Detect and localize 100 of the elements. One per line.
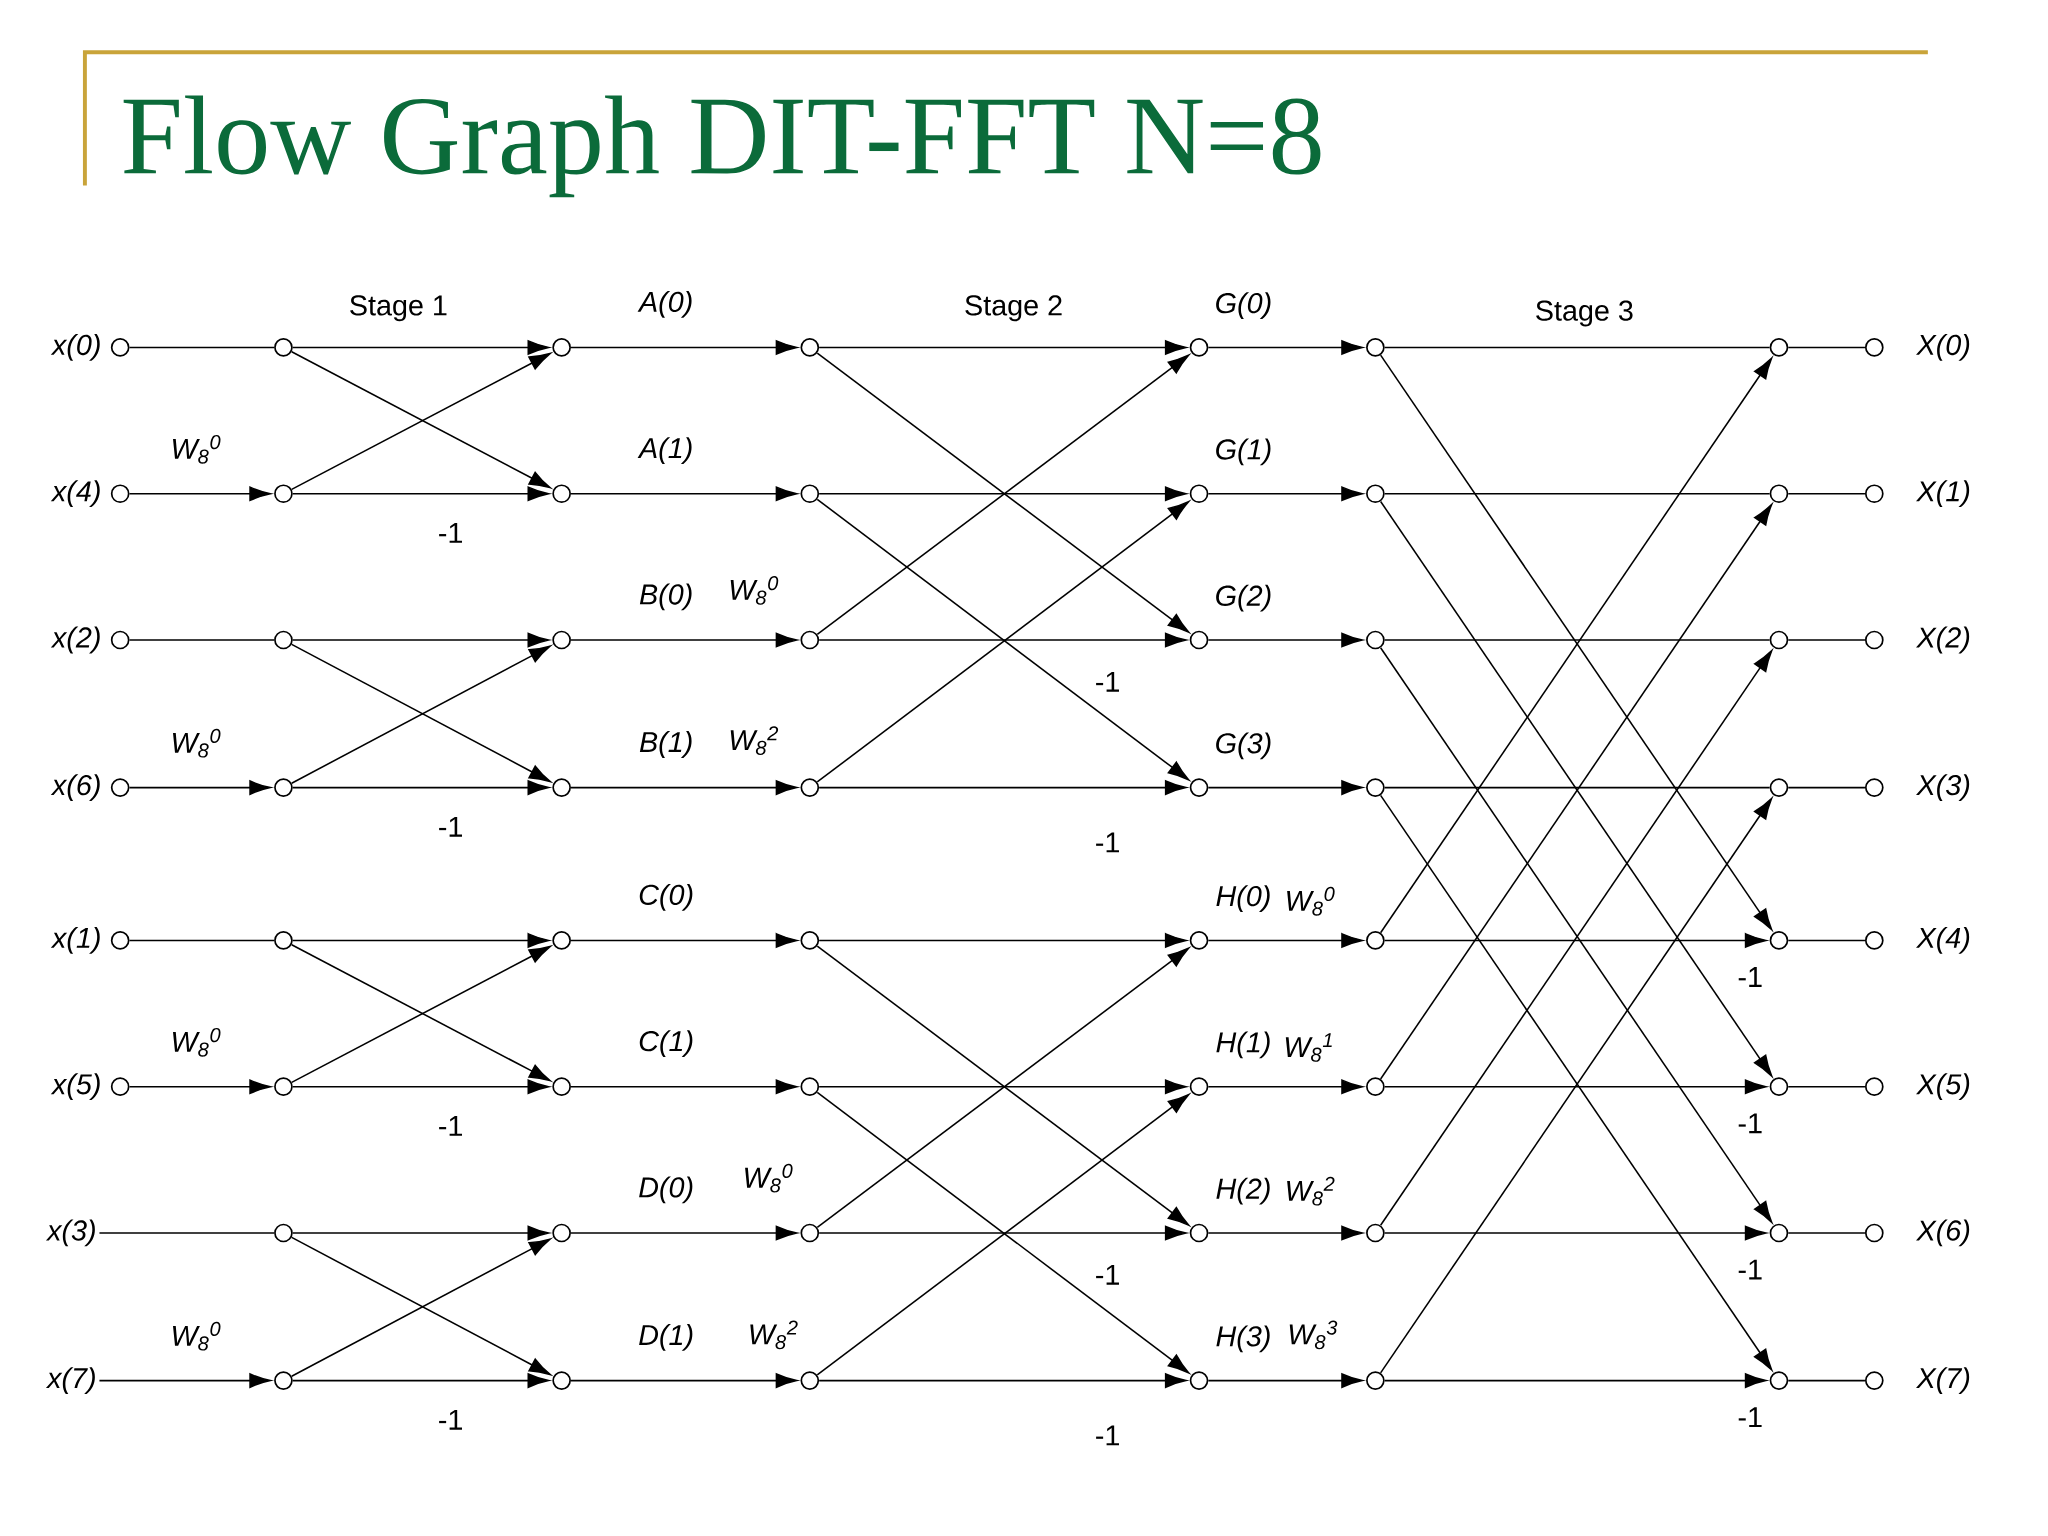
edge-label: -1 <box>436 521 465 545</box>
arrow <box>818 1079 1187 1095</box>
circle-node <box>552 630 571 650</box>
arrow <box>292 933 550 948</box>
circle-node <box>800 1223 820 1243</box>
edge-label: H(3) <box>1214 1324 1273 1354</box>
circle-node <box>1366 778 1385 797</box>
circle-node <box>1366 1077 1385 1097</box>
arrow <box>818 1225 1187 1241</box>
edge-label: W$_{8}$0 <box>169 727 223 759</box>
edge-label: B(1) <box>637 729 695 760</box>
stage-label: Stage 1 <box>350 295 447 322</box>
arrow <box>818 486 1187 502</box>
arrow <box>98 1373 272 1388</box>
arrow <box>570 1373 798 1388</box>
edge-label: -1 <box>1736 965 1765 989</box>
circle-node <box>800 484 820 504</box>
edge-label: G(2) <box>1213 583 1274 613</box>
circle-node <box>1366 630 1385 650</box>
circle-node <box>110 778 130 797</box>
edge-label: W$_{8}$0 <box>169 1320 223 1352</box>
stage-label: W$_{8}$0 <box>745 1163 793 1193</box>
circle-node <box>1864 630 1884 650</box>
arrow <box>570 780 798 795</box>
circle-node <box>110 484 130 504</box>
arrow <box>818 780 1187 795</box>
stage-label: W$_{8}$1 <box>1285 1033 1332 1062</box>
edge-label: B(0) <box>637 582 695 612</box>
arrow <box>292 1373 550 1388</box>
edge-label: H(1) <box>1214 1030 1273 1060</box>
arrow <box>292 1079 550 1095</box>
arrow <box>570 933 798 948</box>
stage-label: W$_{8}$2 <box>1287 1176 1335 1206</box>
circle-node <box>110 630 130 650</box>
edge-label: G(0) <box>1213 290 1274 321</box>
circle-node <box>552 1077 571 1097</box>
circle-node <box>1769 338 1789 357</box>
circle-node <box>274 484 293 504</box>
circle-node <box>1366 338 1385 357</box>
circle-node <box>1769 1223 1789 1243</box>
circle-node <box>1769 931 1789 950</box>
arrow <box>1383 1225 1767 1241</box>
circle-node <box>1769 484 1789 504</box>
stage-label: Stage 2 <box>965 295 1062 322</box>
circle-node <box>1189 1223 1209 1243</box>
circle-node <box>800 778 820 797</box>
circle-node <box>1864 484 1884 504</box>
signal-label: x(5) <box>50 1073 100 1101</box>
circle-node <box>1864 778 1884 797</box>
edge-label: A(0) <box>637 289 695 320</box>
circle-node <box>800 630 820 650</box>
circle-node <box>1189 1077 1209 1097</box>
signal-label: X(1) <box>1916 480 1970 508</box>
edge-label: W$_{8}$0 <box>169 433 223 465</box>
circle-node <box>1366 931 1385 950</box>
circle-node <box>110 1077 130 1097</box>
arrow <box>1207 632 1363 648</box>
edge-label: C(0) <box>636 882 696 912</box>
circle-node <box>800 338 820 357</box>
edge-label: H(2) <box>1214 1176 1273 1206</box>
edge-label: H(0) <box>1214 883 1273 914</box>
stage-label: W$_{8}$0 <box>1287 886 1335 916</box>
circle-node <box>1864 931 1884 950</box>
signal-label: X(3) <box>1916 774 1970 801</box>
circle-node <box>110 931 130 950</box>
circle-node <box>1189 778 1209 797</box>
signal-label: X(4) <box>1916 927 1970 954</box>
signal-label: x(1) <box>50 927 100 954</box>
arrow <box>292 340 550 355</box>
edge-label: G(3) <box>1213 731 1274 761</box>
circle-node <box>274 338 293 357</box>
circle-node <box>274 778 293 797</box>
edge-label: -1 <box>436 1408 465 1431</box>
arrow <box>570 340 798 355</box>
arrow <box>128 780 272 795</box>
arrow <box>128 1079 272 1095</box>
signal-label: x(3) <box>45 1219 95 1247</box>
circle-node <box>1189 338 1209 357</box>
edge-label: A(1) <box>637 435 695 466</box>
edge-label: -1 <box>1093 1424 1122 1447</box>
stage-label: Stage 3 <box>1536 300 1633 327</box>
arrow <box>1207 1225 1363 1241</box>
circle-node <box>1189 484 1209 504</box>
circle-node <box>1864 338 1884 357</box>
arrow <box>1207 1079 1363 1095</box>
edge-label: -1 <box>1093 831 1122 854</box>
circle-node <box>1366 1371 1385 1390</box>
circle-node <box>274 1077 293 1097</box>
circle-node <box>274 931 293 950</box>
circle-node <box>1864 1077 1884 1097</box>
circle-node <box>110 338 130 357</box>
circle-node <box>1769 1371 1789 1390</box>
edge-label: C(1) <box>636 1028 696 1059</box>
circle-node <box>552 338 571 357</box>
arrow <box>292 780 550 795</box>
arrow <box>818 340 1187 355</box>
signal-label: X(2) <box>1916 626 1970 654</box>
signal-label: X(6) <box>1916 1219 1970 1247</box>
circle-node <box>1189 630 1209 650</box>
signal-label: x(4) <box>50 480 100 508</box>
